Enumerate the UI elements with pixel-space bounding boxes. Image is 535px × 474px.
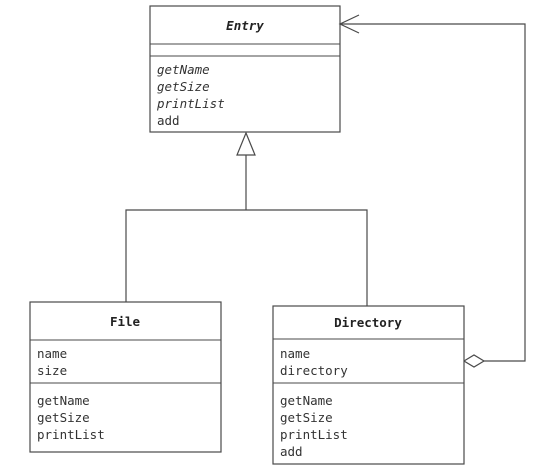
class-directory-method-getname: getName bbox=[280, 393, 333, 408]
class-directory[interactable]: Directory name directory getName getSize… bbox=[272, 305, 465, 465]
generalization-line-directory bbox=[246, 209, 368, 306]
class-file[interactable]: File name size getName getSize printList bbox=[29, 301, 222, 453]
class-directory-attribute-directory: directory bbox=[280, 363, 348, 378]
class-directory-method-printlist: printList bbox=[280, 427, 348, 442]
class-file-box bbox=[29, 301, 222, 453]
class-file-attribute-size: size bbox=[37, 363, 67, 378]
class-entry-method-getname: getName bbox=[157, 62, 210, 77]
class-directory-name: Directory bbox=[334, 315, 402, 330]
aggregation-open-arrowhead bbox=[338, 14, 360, 34]
class-file-method-getsize: getSize bbox=[37, 410, 90, 425]
class-file-method-getname: getName bbox=[37, 393, 90, 408]
class-file-name: File bbox=[110, 314, 141, 329]
class-directory-method-add: add bbox=[280, 444, 303, 459]
aggregation-edge bbox=[338, 14, 526, 368]
class-directory-method-getsize: getSize bbox=[280, 410, 333, 425]
class-entry-method-add: add bbox=[157, 113, 180, 128]
generalization-arrowhead bbox=[236, 131, 256, 156]
class-file-method-printlist: printList bbox=[37, 427, 105, 442]
class-entry-box bbox=[149, 5, 341, 133]
generalization-edge bbox=[125, 131, 368, 306]
class-directory-attribute-name: name bbox=[280, 346, 310, 361]
generalization-line-file bbox=[125, 209, 246, 302]
class-entry-name: Entry bbox=[226, 18, 264, 33]
class-entry[interactable]: Entry getName getSize printList add bbox=[149, 5, 341, 133]
class-file-attribute-name: name bbox=[37, 346, 67, 361]
aggregation-diamond bbox=[462, 354, 486, 368]
class-entry-method-printlist: printList bbox=[156, 96, 225, 111]
class-directory-box bbox=[272, 305, 465, 465]
aggregation-line bbox=[340, 23, 526, 362]
class-entry-method-getsize: getSize bbox=[157, 79, 210, 94]
